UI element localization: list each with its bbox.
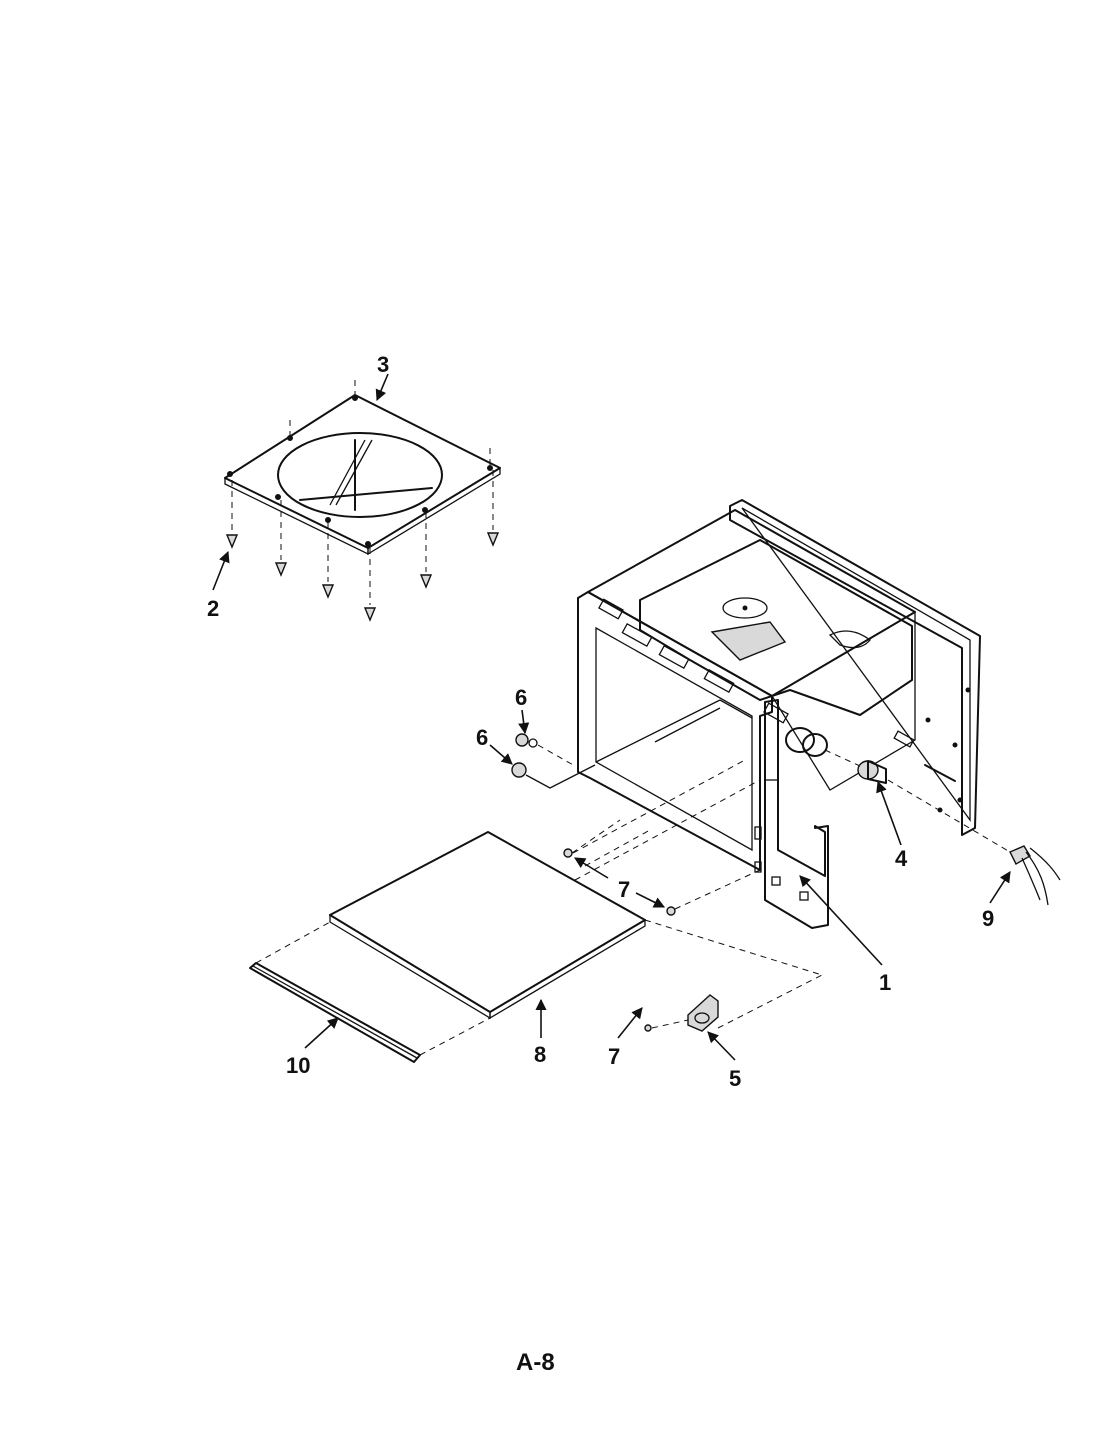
callout-7-upper: 7 (618, 877, 630, 902)
lamp-socket-part-4 (785, 727, 1011, 853)
callout-3: 3 (377, 352, 389, 377)
trim-rod-part-10 (249, 921, 491, 1063)
page-label: A-8 (516, 1349, 555, 1376)
bracket-part-5 (687, 974, 823, 1032)
callout-6-lower: 6 (476, 725, 488, 750)
screws-part-2 (225, 380, 500, 622)
shelf-panel-part-8 (329, 779, 823, 1020)
callout-7-lower: 7 (608, 1044, 620, 1069)
callout-4: 4 (895, 846, 908, 871)
leader-arrows (212, 373, 1011, 1061)
callout-2: 2 (207, 596, 219, 621)
nuts-part-6 (511, 733, 596, 789)
vent-plate-part-3 (224, 394, 501, 556)
lamp-connector-part-9 (1009, 845, 1061, 906)
callout-10: 10 (286, 1053, 310, 1078)
screws-part-7 (563, 759, 761, 1032)
callout-1: 1 (879, 970, 891, 995)
callout-5: 5 (729, 1066, 741, 1091)
callout-8: 8 (534, 1042, 546, 1067)
callout-9: 9 (982, 906, 994, 931)
oven-cavity-part-1 (577, 499, 981, 929)
callout-6-upper: 6 (515, 685, 527, 710)
